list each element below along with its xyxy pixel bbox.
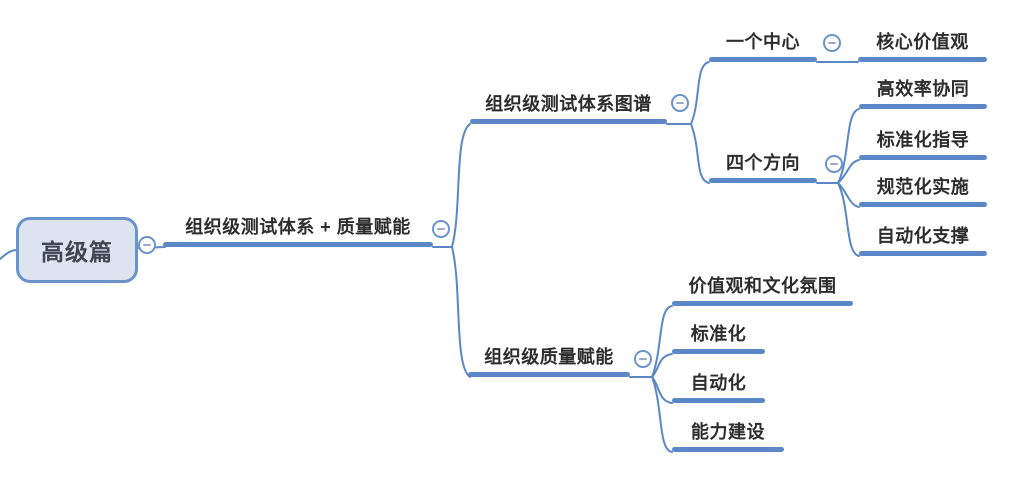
minus-icon xyxy=(676,102,684,104)
collapse-button-root[interactable] xyxy=(138,236,156,254)
node-efficient-collaboration[interactable]: 高效率协同 xyxy=(859,75,987,109)
node-automation[interactable]: 自动化 xyxy=(672,369,765,403)
minus-icon xyxy=(828,42,836,44)
collapse-button-main[interactable] xyxy=(432,220,450,238)
root-label: 高级篇 xyxy=(41,239,113,265)
edge-main-map xyxy=(451,123,471,248)
node-automation-underline xyxy=(672,398,765,403)
node-one-center[interactable]: 一个中心 xyxy=(709,28,817,62)
node-capability-building[interactable]: 能力建设 xyxy=(672,418,784,452)
node-capability-building-label: 能力建设 xyxy=(691,422,765,442)
edge-quality-4 xyxy=(651,376,673,453)
node-standardization[interactable]: 标准化 xyxy=(672,320,765,354)
node-automation-support[interactable]: 自动化支撑 xyxy=(859,222,987,256)
node-standardization-underline xyxy=(672,349,765,354)
node-main-topic[interactable]: 组织级测试体系 + 质量赋能 xyxy=(163,213,433,247)
node-normalized-implementation-label: 规范化实施 xyxy=(876,177,970,197)
node-values-culture[interactable]: 价值观和文化氛围 xyxy=(672,272,853,306)
collapse-button-quality-enablement[interactable] xyxy=(634,350,652,368)
node-core-values-underline xyxy=(858,57,987,62)
node-normalized-implementation[interactable]: 规范化实施 xyxy=(859,173,987,207)
node-test-system-map-underline xyxy=(470,119,667,124)
edge-map-onecenter xyxy=(690,61,710,125)
node-one-center-underline xyxy=(709,57,817,62)
node-quality-enablement-label: 组织级质量赋能 xyxy=(484,347,614,367)
node-main-topic-label: 组织级测试体系 + 质量赋能 xyxy=(185,217,411,237)
edge-quality-2 xyxy=(651,353,673,378)
node-efficient-collaboration-underline xyxy=(859,104,987,109)
edge-dir-1 xyxy=(837,108,860,184)
node-capability-building-underline xyxy=(672,447,784,452)
node-standardized-guidance[interactable]: 标准化指导 xyxy=(859,126,987,160)
node-four-directions-label: 四个方向 xyxy=(726,153,800,173)
node-values-culture-underline xyxy=(672,301,853,306)
node-quality-enablement[interactable]: 组织级质量赋能 xyxy=(468,343,630,377)
node-automation-support-underline xyxy=(859,251,987,256)
node-automation-support-label: 自动化支撑 xyxy=(876,226,970,246)
collapse-button-one-center[interactable] xyxy=(823,34,841,52)
node-root[interactable]: 高级篇 xyxy=(16,217,138,283)
node-four-directions[interactable]: 四个方向 xyxy=(709,149,817,183)
node-normalized-implementation-underline xyxy=(859,202,987,207)
node-standardized-guidance-underline xyxy=(859,155,987,160)
node-quality-enablement-underline xyxy=(468,372,630,377)
node-one-center-label: 一个中心 xyxy=(726,32,800,52)
node-core-values-label: 核心价值观 xyxy=(876,32,969,52)
edge-main-quality xyxy=(451,246,471,378)
node-values-culture-label: 价值观和文化氛围 xyxy=(688,276,837,296)
edge-offscreen-root xyxy=(0,249,18,260)
minus-icon xyxy=(830,163,838,165)
node-core-values[interactable]: 核心价值观 xyxy=(858,28,987,62)
node-efficient-collaboration-label: 高效率协同 xyxy=(876,79,970,99)
collapse-button-test-system-map[interactable] xyxy=(671,94,689,112)
minus-icon xyxy=(639,358,647,360)
node-standardized-guidance-label: 标准化指导 xyxy=(876,130,970,150)
collapse-button-four-directions[interactable] xyxy=(825,155,843,173)
edge-map-fourdirections xyxy=(690,123,710,184)
node-standardization-label: 标准化 xyxy=(690,324,747,344)
node-main-topic-underline xyxy=(163,242,433,247)
node-test-system-map[interactable]: 组织级测试体系图谱 xyxy=(470,90,667,124)
minus-icon xyxy=(437,228,445,230)
minus-icon xyxy=(143,244,151,246)
node-automation-label: 自动化 xyxy=(690,373,747,393)
edge-dir-3 xyxy=(837,182,860,208)
edge-dir-2 xyxy=(837,159,860,184)
edge-dir-4 xyxy=(837,182,860,257)
node-test-system-map-label: 组织级测试体系图谱 xyxy=(485,94,652,114)
edge-quality-1 xyxy=(651,305,673,378)
node-four-directions-underline xyxy=(709,178,817,183)
